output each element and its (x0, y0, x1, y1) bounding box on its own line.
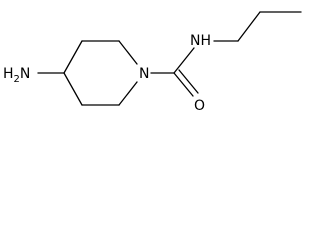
amide-nitrogen-label: N (190, 33, 200, 49)
bond-carbonyl-nh (173, 47, 195, 74)
bond-ring-c5-c4 (63, 72, 83, 106)
atom-label-group: H2N N NH O (3, 33, 211, 114)
molecule-structure: H2N N NH O (3, 11, 302, 114)
bond-ring-n1-c6 (118, 81, 138, 106)
bond-ch2-ch2 (237, 11, 261, 42)
amine-n-label: N (20, 66, 30, 82)
amine-label: H2N (3, 66, 30, 85)
ring-nitrogen-label: N (139, 66, 149, 82)
bond-group (37, 11, 302, 106)
bond-ring-c2-n1 (118, 40, 138, 65)
carbonyl-oxygen-label: O (194, 98, 205, 114)
amide-nh-label: NH (190, 33, 211, 49)
molecule-canvas: H2N N NH O (0, 0, 306, 115)
bond-ring-c4-c3 (63, 40, 83, 74)
bond-carbonyl-o-2 (178, 69, 199, 94)
amide-h-label: H (200, 33, 211, 49)
amine-subscript-label: 2 (14, 74, 20, 85)
bond-carbonyl-o-1 (173, 72, 194, 97)
amine-h-label: H (3, 66, 14, 82)
